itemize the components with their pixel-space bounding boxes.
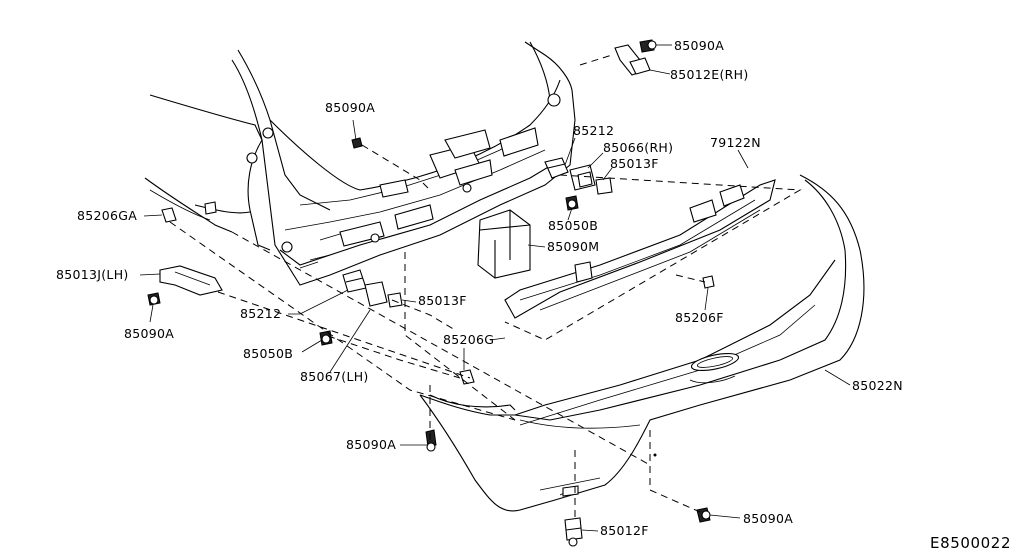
callout-85066-rh: 85066(RH) — [603, 140, 673, 155]
energy-absorber — [477, 209, 531, 279]
callout-85206ga: 85206GA — [77, 208, 137, 223]
callout-labels: 85090A 85012E(RH) 85090A 85212 85066(RH)… — [56, 38, 903, 538]
callout-85090a-bottom-left: 85090A — [346, 437, 396, 452]
rear-bumper-fascia — [419, 174, 865, 512]
callout-85090a-left: 85090A — [124, 326, 174, 341]
callout-85022n: 85022N — [852, 378, 903, 393]
callout-85013j-lh: 85013J(LH) — [56, 267, 129, 282]
diagram-reference-code: E8500022 — [930, 534, 1011, 552]
callout-85067-lh: 85067(LH) — [300, 369, 369, 384]
callout-85012e-rh: 85012E(RH) — [670, 67, 749, 82]
small-parts — [147, 39, 715, 547]
leader-lines — [139, 44, 851, 532]
callout-85212-left: 85212 — [240, 306, 281, 321]
assembly-guide-lines — [169, 54, 802, 520]
vehicle-body-rear — [144, 41, 576, 286]
callout-85212-right: 85212 — [573, 123, 614, 138]
callout-85090a-top-right: 85090A — [674, 38, 724, 53]
callout-85050b-left: 85050B — [243, 346, 293, 361]
callout-85206g: 85206G — [443, 332, 494, 347]
callout-85090m: 85090M — [547, 239, 599, 254]
callout-85090a-upper-left: 85090A — [325, 100, 375, 115]
callout-85090a-bottom-right: 85090A — [743, 511, 793, 526]
callout-85050b-right: 85050B — [548, 218, 598, 233]
callout-85012f: 85012F — [600, 523, 649, 538]
callout-85206f: 85206F — [675, 310, 724, 325]
bumper-reinforcement — [504, 179, 776, 319]
callout-79122n: 79122N — [710, 135, 761, 150]
callout-85013f-left: 85013F — [418, 293, 467, 308]
sensor-wire-harness — [194, 201, 516, 411]
callout-85013f-right: 85013F — [610, 156, 659, 171]
